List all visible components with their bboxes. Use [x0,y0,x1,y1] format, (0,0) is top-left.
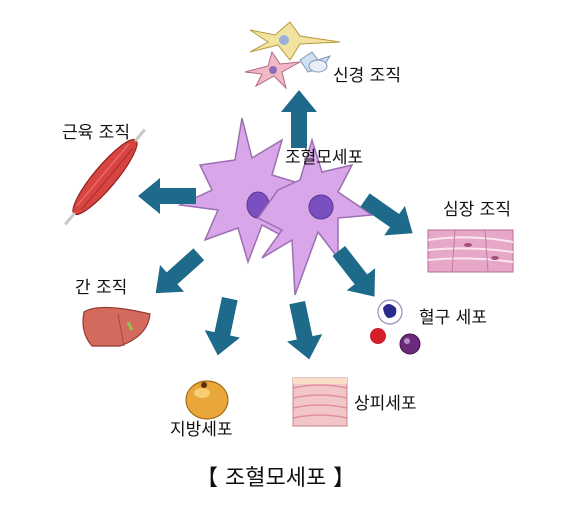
nerve-tissue-illustration [244,21,341,90]
label-stem-cell: 조혈모세포 [285,148,364,168]
figure-caption: 【 조혈모세포 】 [196,466,356,491]
label-muscle-tissue: 근육 조직 [62,123,130,143]
arrow-to-nerve [281,90,317,148]
label-heart-tissue: 심장 조직 [443,200,511,220]
arrow-to-muscle [138,178,196,214]
arrow-to-heart [360,193,413,236]
arrow-to-epithelial [287,300,323,360]
heart-tissue-illustration [427,229,514,273]
arrow-to-blood [332,246,376,297]
label-nerve-tissue: 신경 조직 [333,66,401,86]
fat-cell-illustration [185,380,229,420]
blood-cells-illustration [370,299,421,355]
arrow-to-liver [155,248,205,294]
muscle-tissue-illustration [63,128,147,226]
liver-illustration [82,306,151,347]
arrows [138,90,413,360]
arrow-to-fat [204,296,240,356]
label-blood-cells: 혈구 세포 [419,308,487,328]
stem-cell-right [256,137,375,296]
label-liver-tissue: 간 조직 [75,278,128,298]
epithelial-illustration [292,377,348,427]
nucleus-right [308,194,334,220]
label-fat-cell: 지방세포 [170,420,233,440]
label-epithelial: 상피세포 [354,394,417,414]
